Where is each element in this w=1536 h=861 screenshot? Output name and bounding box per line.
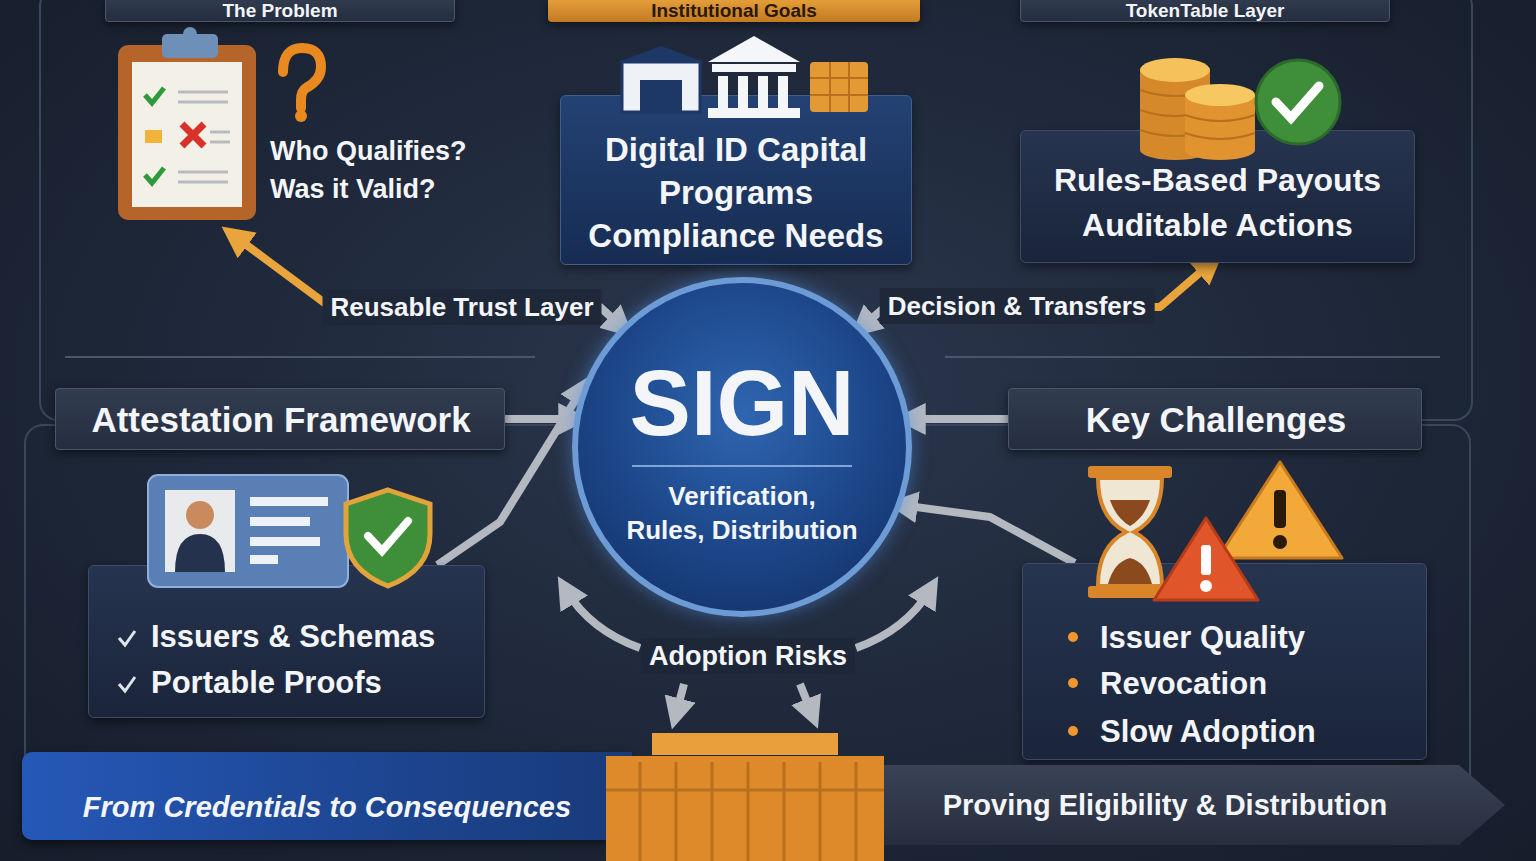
node-text: Verification, Rules, Distribution [626,479,858,547]
node-text: Portable Proofs [151,664,382,702]
text-slot: Attestation Framework [56,401,506,439]
flow-arrow [862,263,1211,327]
node-text: Rules-Based Payouts Auditable Actions [1053,158,1382,248]
text-slot: Revocation [1100,665,1420,703]
text-slot: Rules-Based Payouts Auditable Actions [1020,158,1415,248]
text-slot: TokenTable Layer [1020,0,1390,22]
sign-circle: SIGN Verification, Rules, Distribution [572,277,912,617]
node-text: Slow Adoption [1100,713,1316,751]
goals-panel: Institutional GoalsDigital ID Capital Pr… [548,0,920,266]
challenges-header: Key Challenges [1008,388,1422,450]
separator [65,356,535,358]
check-mark [116,628,138,648]
text-slot: Institutional Goals [548,0,920,22]
text-slot: Digital ID Capital Programs Compliance N… [560,128,912,257]
flow-arrow [902,505,1075,563]
panel-heading: The Problem [222,0,337,22]
node-text: Who Qualifies? Was it Valid? [270,132,468,208]
free-label: Adoption Risks [641,638,855,674]
node-text: Digital ID Capital Programs Compliance N… [587,128,885,257]
node-text: Proving Eligibility & Distribution [943,788,1388,822]
institution-icons [618,36,868,118]
text-slot: Proving Eligibility & Distribution [885,788,1445,822]
node-text: Key Challenges [1086,401,1347,439]
separator [945,356,1440,358]
vault-building [606,733,884,861]
panel-heading: TokenTable Layer [1126,0,1285,22]
bullet-dot [1068,632,1078,642]
text-slot: Issuer Quality [1100,619,1420,657]
node-text: Issuer Quality [1100,619,1305,657]
bullet-dot [1068,726,1078,736]
question-mark [283,48,321,122]
node-text: From Credentials to Consequences [83,790,571,824]
clipboard-icon [118,27,256,220]
node-text: SIGN [630,353,855,453]
panel-heading: Institutional Goals [651,0,817,22]
credentials-banner: From Credentials to Consequences [22,752,632,840]
edge-label: Decision & Transfers [880,288,1155,324]
node-text: Issuers & Schemas [151,618,435,656]
coins-check-icon [1140,58,1340,160]
node-text: Revocation [1100,665,1267,703]
node-text: Attestation Framework [91,401,470,439]
adoption-arrows [566,590,930,714]
bullet-dot [1068,678,1078,688]
flow-arrow [910,415,1008,423]
text-slot: The Problem [105,0,455,22]
text-slot: Slow Adoption [1100,713,1420,751]
edge-label: Reusable Trust Layer [323,289,602,325]
text-slot: Portable Proofs [151,664,481,702]
eligibility-banner: Proving Eligibility & Distribution [845,765,1505,845]
text-slot: Verification, Rules, Distribution [578,479,906,547]
attestation-header: Attestation Framework [55,388,505,450]
text-slot: SIGN [578,353,906,453]
check-mark [116,674,138,694]
id-card-shield-icon [148,475,430,587]
text-slot: Issuers & Schemas [151,618,481,656]
text-slot: Key Challenges [1009,401,1423,439]
text-slot: Who Qualifies? Was it Valid? [270,132,510,208]
circle-divider [632,465,852,467]
text-slot: From Credentials to Consequences [32,790,622,824]
hourglass-warning-icon [1088,462,1342,600]
